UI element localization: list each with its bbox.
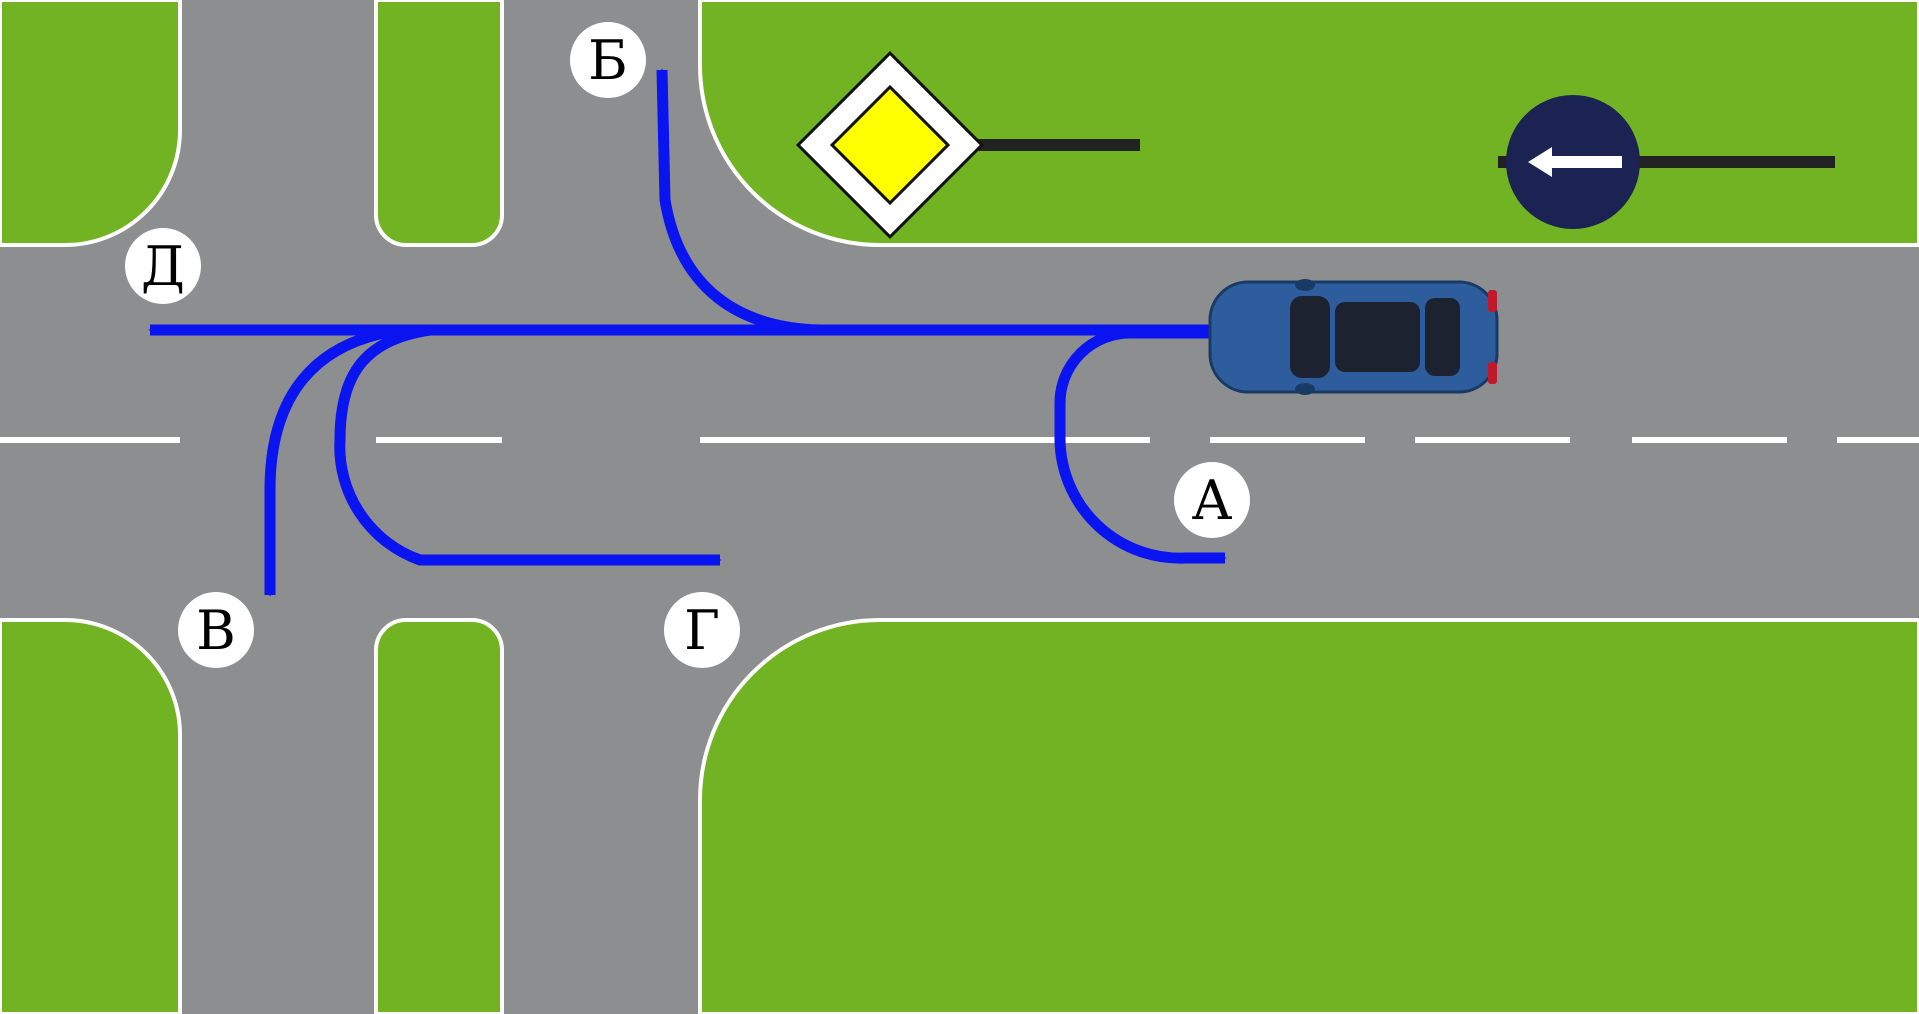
route-label-a: А	[1174, 462, 1250, 538]
route-v-arrow	[264, 324, 401, 597]
route-label-a-text: А	[1192, 469, 1233, 532]
route-arrows	[148, 68, 1227, 597]
route-label-g: Г	[664, 592, 740, 668]
grass-bottom-right	[698, 618, 1919, 1014]
pass-on-the-left-sign	[1498, 95, 1835, 229]
blue-car-top-view	[1208, 279, 1499, 395]
route-label-g-text: Г	[684, 599, 720, 662]
route-a-arrow	[1054, 327, 1227, 564]
route-label-d: Д	[125, 228, 201, 304]
route-label-b: Б	[570, 22, 646, 98]
route-label-b-text: Б	[588, 29, 628, 92]
main-road-sign	[795, 50, 1140, 240]
grass-top-left	[0, 0, 182, 247]
grass-bottom-left	[0, 618, 182, 1014]
route-label-v-text: В	[196, 599, 236, 662]
grass-median-top	[374, 0, 504, 247]
route-g-arrow	[334, 324, 722, 566]
grass-median-bottom	[374, 618, 504, 1014]
route-label-v: В	[178, 592, 254, 668]
route-label-d-text: Д	[141, 235, 185, 298]
